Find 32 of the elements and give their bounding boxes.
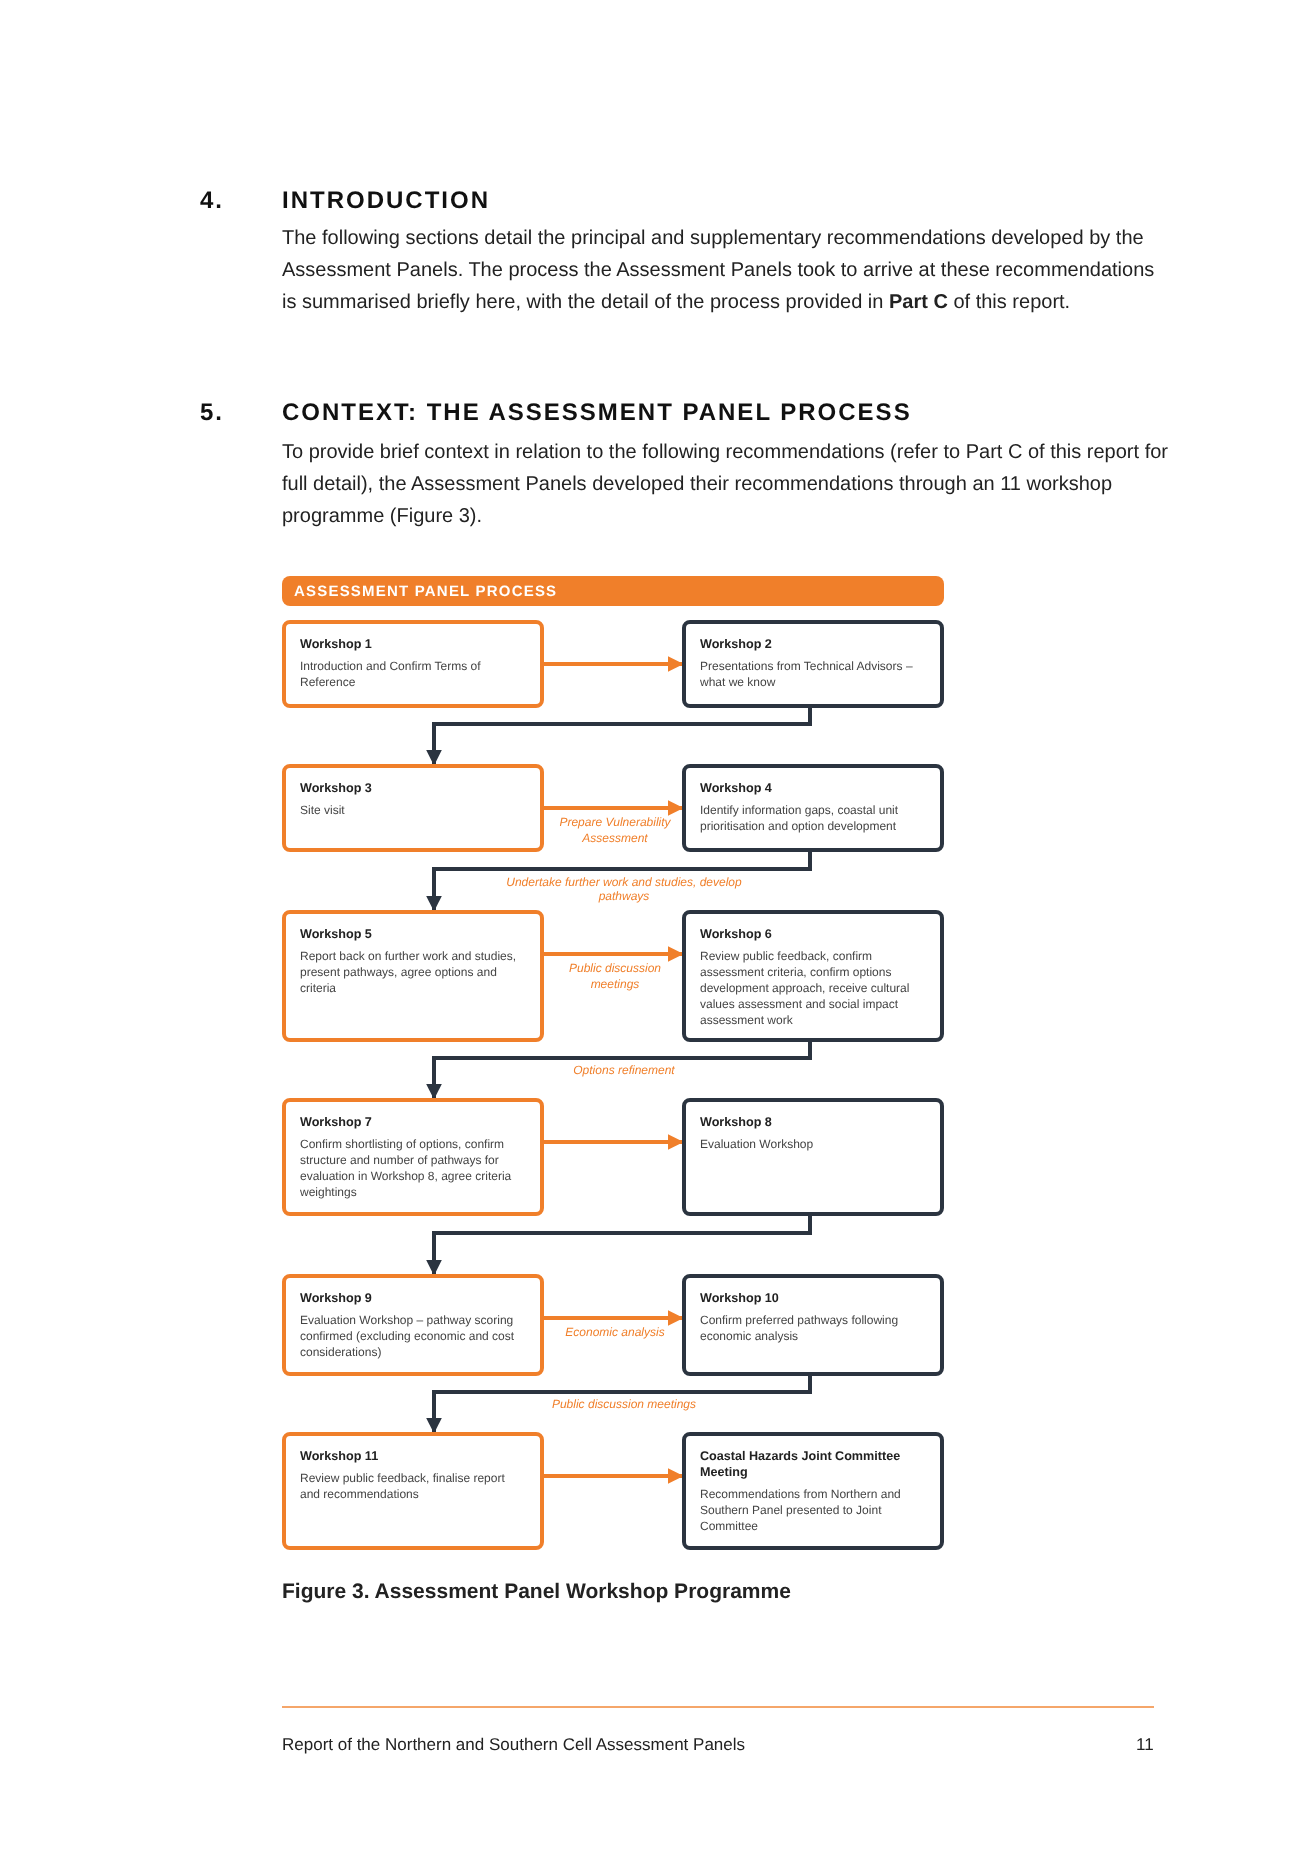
workshop-box — [282, 910, 544, 1042]
arrow — [426, 852, 812, 912]
workshop-box — [682, 1432, 944, 1550]
workshop-box — [682, 764, 944, 852]
workshop-box — [282, 1098, 544, 1216]
page-number: 11 — [1136, 1734, 1154, 1754]
arrow — [426, 1216, 812, 1276]
workshop-box — [282, 620, 544, 708]
section-heading: CONTEXT: THE ASSESSMENT PANEL PROCESS — [282, 398, 912, 426]
paragraph: The following sections detail the principal and supplementary recommendations developed by the Assessment Panels. The process the Assessment Panels took to arrive at these recommendations is summarised briefly here, with the detail of the process provided in Part C of this report. — [282, 226, 1157, 318]
workshop-box — [682, 1098, 944, 1216]
arrow — [544, 800, 684, 816]
paragraph: To provide brief context in relation to the following recommendations (refer to Part C of this report for full detail), the Assessment Panels developed their recommendations through an 11 workshop programme (Figure 3). — [282, 440, 1170, 532]
arrow — [544, 656, 684, 672]
arrow — [544, 1310, 684, 1326]
section-number: 5. — [200, 398, 225, 426]
workshop-box — [282, 1274, 544, 1376]
figure-caption: Figure 3. Assessment Panel Workshop Programme — [282, 1580, 791, 1604]
arrow — [544, 1468, 684, 1484]
arrow — [426, 708, 812, 766]
footer-text: Report of the Northern and Southern Cell Assessment Panels — [282, 1734, 746, 1754]
workshop-box — [682, 1274, 944, 1376]
section-heading: INTRODUCTION — [282, 186, 490, 214]
section-number: 4. — [200, 186, 225, 214]
arrow — [426, 1042, 812, 1100]
arrow — [544, 1134, 684, 1150]
workshop-box — [682, 620, 944, 708]
workshop-box — [282, 1432, 544, 1550]
arrow — [544, 946, 684, 962]
workshop-box — [282, 764, 544, 852]
arrow — [426, 1376, 812, 1434]
workshop-box — [682, 910, 944, 1042]
